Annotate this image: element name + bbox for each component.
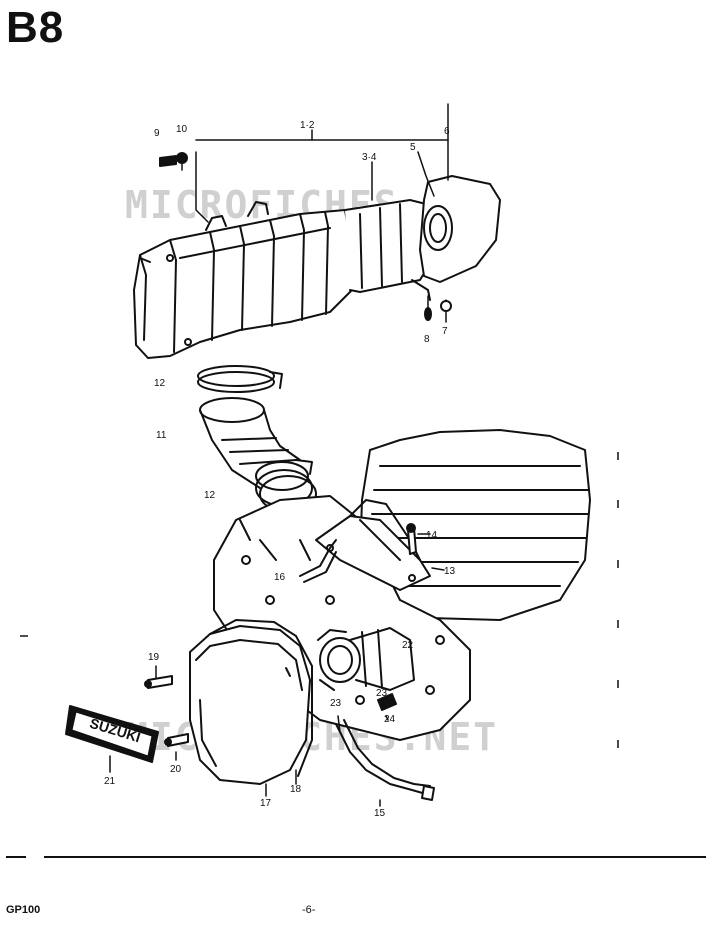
label-14: 14 [426, 530, 438, 541]
label-20: 20 [170, 764, 182, 775]
label-11: 11 [156, 430, 167, 441]
bolt-9 [159, 155, 177, 167]
drain-tube-15 [335, 719, 435, 801]
label-15: 15 [374, 808, 386, 819]
label-6: 6 [444, 126, 450, 137]
footer-rule [44, 856, 706, 858]
air-cleaner-box [133, 201, 353, 359]
label-1-2: 1·2 [300, 120, 315, 131]
intake-hose-11 [199, 397, 309, 491]
carburetor-22 [319, 627, 415, 691]
label-9: 9 [154, 128, 160, 139]
hose-16 [299, 539, 337, 583]
air-cleaner-element [344, 199, 433, 293]
label-16: 16 [274, 572, 286, 583]
label-19: 19 [148, 652, 160, 663]
part-labels: 9 10 1·2 3·4 5 6 7 8 12 11 12 14 13 16 2… [104, 120, 456, 819]
screw-19 [144, 675, 173, 689]
footer-rule-short [6, 856, 26, 858]
label-3-4: 3·4 [362, 152, 377, 163]
bolt-7 [440, 300, 452, 312]
label-23-left: 23 [330, 698, 342, 709]
label-12-lower: 12 [204, 490, 216, 501]
label-8: 8 [424, 334, 430, 345]
carb-holder-23 [317, 629, 347, 691]
suzuki-emblem-21 [65, 705, 159, 763]
label-13: 13 [444, 566, 456, 577]
page-number: -6- [302, 904, 316, 916]
bolt-24 [377, 693, 397, 711]
label-18: 18 [290, 784, 302, 795]
side-cover-17 [189, 625, 311, 785]
screw-20 [164, 733, 189, 747]
label-5: 5 [410, 142, 416, 153]
washer-10 [176, 152, 188, 164]
air-cleaner-cap [411, 175, 501, 301]
screw-14 [406, 523, 417, 555]
clamp-12-upper [197, 365, 283, 393]
label-22: 22 [402, 640, 414, 651]
label-17: 17 [260, 798, 272, 809]
washer-8 [424, 307, 432, 321]
label-23-right: 23 [376, 688, 388, 699]
label-7: 7 [442, 326, 448, 337]
label-12-upper: 12 [154, 378, 166, 389]
label-21: 21 [104, 776, 116, 787]
section-code: B8 [6, 3, 65, 52]
label-10: 10 [176, 124, 188, 135]
model-code: GP100 [6, 904, 41, 916]
gasket-18 [209, 619, 313, 777]
label-24: 24 [384, 714, 396, 725]
